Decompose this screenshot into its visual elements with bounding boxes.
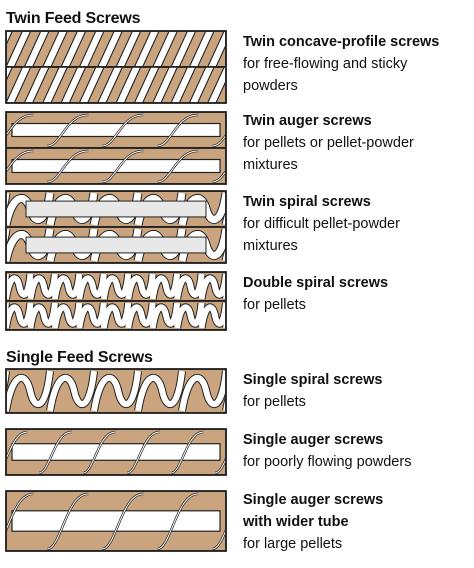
spiral-coil xyxy=(6,370,226,412)
auger-flight-highlight xyxy=(6,431,226,474)
single-feed-heading: Single Feed Screws xyxy=(6,349,153,366)
single-auger-wide-description: Single auger screws with wider tube for … xyxy=(243,489,468,555)
auger-flight-highlight xyxy=(6,114,226,147)
screw-use: for pellets xyxy=(243,297,306,313)
twin-concave-description: Twin concave-profile screws for free-flo… xyxy=(243,31,468,97)
screw-title: Twin auger screws xyxy=(243,113,372,129)
twin-auger-screw-figure xyxy=(5,111,227,185)
screw-title-line2: with wider tube xyxy=(243,514,349,530)
single-auger-wide-screw-drawing xyxy=(5,490,227,552)
figure-frame xyxy=(5,190,227,264)
screw-title: Double spiral screws xyxy=(243,275,389,291)
double-spiral-description: Double spiral screws for pellets xyxy=(243,272,468,316)
screw-title: Twin concave-profile screws xyxy=(243,34,440,50)
screw-use: for pellets or pellet-powder xyxy=(243,135,414,151)
auger-shaft xyxy=(11,443,221,461)
single-auger-screw-figure xyxy=(5,428,227,476)
screw-group xyxy=(6,491,226,551)
screw-flight xyxy=(6,31,14,47)
single-spiral-screw-figure xyxy=(5,368,227,414)
figure-frame xyxy=(5,490,227,552)
screw-flight xyxy=(207,66,226,103)
screw-group xyxy=(6,272,226,330)
figure-frame xyxy=(5,428,227,476)
single-spiral-description: Single spiral screws for pellets xyxy=(243,369,468,413)
screw-use: mixtures xyxy=(243,238,298,254)
screw-use: for pellets xyxy=(243,394,306,410)
housing-border xyxy=(6,300,226,330)
single-auger-description: Single auger screws for poorly flowing p… xyxy=(243,429,468,473)
twin-concave-screw-drawing xyxy=(5,30,227,104)
twin-concave-screw-figure xyxy=(5,30,227,104)
spiral-coil xyxy=(6,302,226,329)
housing-border xyxy=(6,147,226,184)
screw-use: mixtures xyxy=(243,157,298,173)
screw-title: Twin spiral screws xyxy=(243,194,371,210)
screw-use: for poorly flowing powders xyxy=(243,454,412,470)
screw-use: for free-flowing and sticky xyxy=(243,56,408,72)
twin-spiral-screw-figure xyxy=(5,190,227,264)
screw-group xyxy=(6,112,226,184)
screw-group xyxy=(6,429,226,475)
screw-use: powders xyxy=(243,78,298,94)
figure-frame xyxy=(5,368,227,414)
housing-border xyxy=(6,226,226,263)
spiral-core xyxy=(25,236,207,254)
screw-use: for difficult pellet-powder xyxy=(243,216,400,232)
single-spiral-screw-drawing xyxy=(5,368,227,414)
double-spiral-screw-figure xyxy=(5,271,227,331)
screw-use: for large pellets xyxy=(243,536,343,552)
twin-feed-heading: Twin Feed Screws xyxy=(6,10,141,27)
screw-group xyxy=(6,31,226,103)
screw-title: Single auger screws xyxy=(243,492,384,508)
screw-group xyxy=(6,191,226,263)
spiral-coil xyxy=(6,273,226,300)
single-auger-wide-screw-figure xyxy=(5,490,227,552)
auger-flight-highlight xyxy=(6,493,226,550)
screw-group xyxy=(6,369,226,413)
housing-border xyxy=(6,66,226,103)
twin-auger-screw-drawing xyxy=(5,111,227,185)
figure-frame xyxy=(5,30,227,104)
figure-frame xyxy=(5,271,227,331)
twin-spiral-description: Twin spiral screws for difficult pellet-… xyxy=(243,191,468,257)
twin-auger-description: Twin auger screws for pellets or pellet-… xyxy=(243,110,468,176)
screw-title: Single spiral screws xyxy=(243,372,383,388)
figure-frame xyxy=(5,111,227,185)
single-auger-screw-drawing xyxy=(5,428,227,476)
double-spiral-screw-drawing xyxy=(5,271,227,331)
spiral-core xyxy=(25,200,207,218)
auger-flight-highlight xyxy=(6,150,226,183)
screw-title: Single auger screws xyxy=(243,432,384,448)
twin-spiral-screw-drawing xyxy=(5,190,227,264)
